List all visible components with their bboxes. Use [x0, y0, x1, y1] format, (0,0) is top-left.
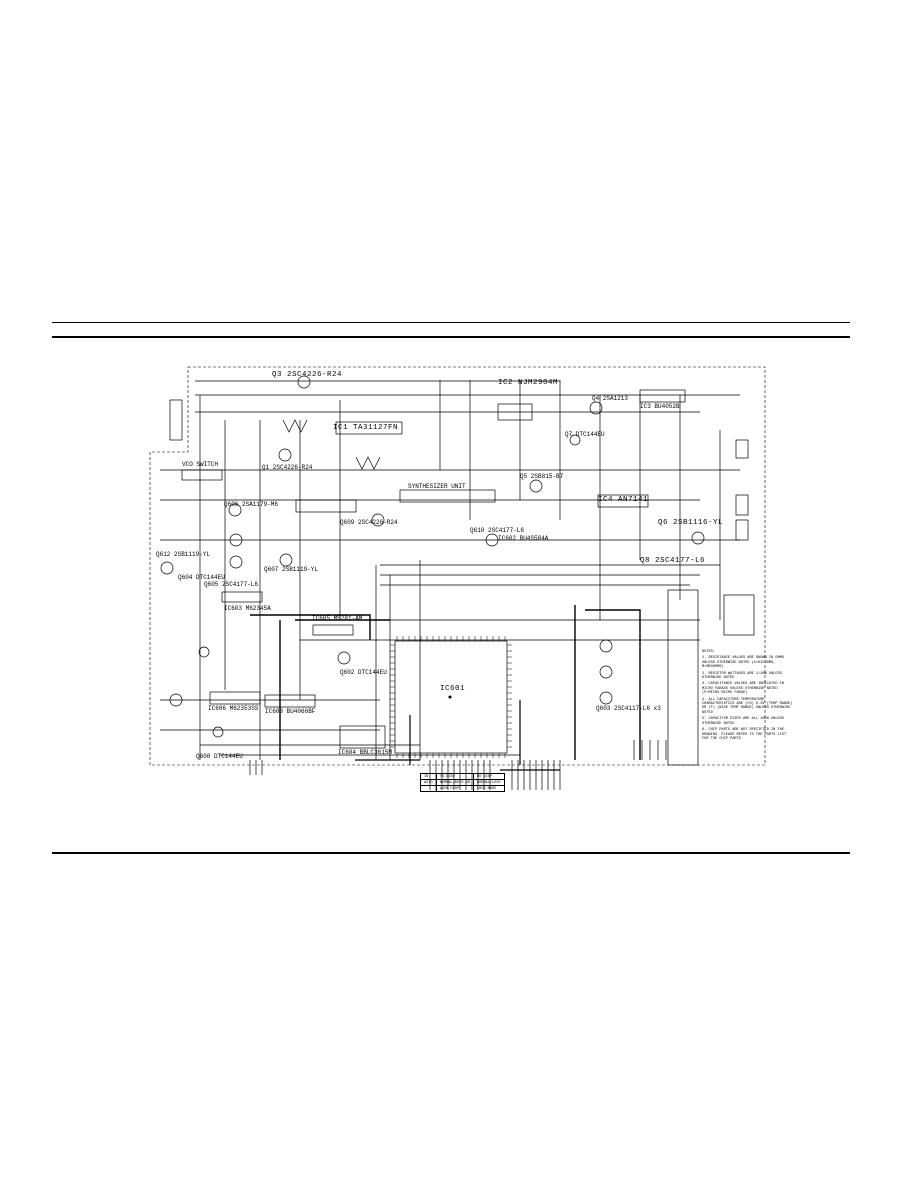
table-cell: LOCK MODE [472, 785, 505, 792]
table-cell [420, 785, 437, 792]
table-cell: LOCK DISP [435, 785, 474, 792]
label-synth: SYNTHESIZER UNIT [408, 483, 466, 490]
label-q3: Q3 2SC4226-R24 [272, 371, 343, 379]
notes-title: NOTES: [702, 650, 715, 654]
note-4: 4. ALL CAPACITORS TEMPERATURE CHARACTERI… [702, 697, 793, 715]
label-ic2: IC2 NJM2904M [498, 379, 559, 387]
label-vco: VCO SWITCH [182, 461, 219, 468]
note-3: 3. CAPACITANCE VALUES ARE INDICATED IN M… [702, 682, 784, 696]
label-q604: Q604 DTC144EU [178, 574, 225, 581]
label-q6: Q6 2SB1116-YL [658, 519, 724, 527]
label-q8: Q8 2SC4177-L6 [640, 557, 706, 565]
schematic-notes: NOTES: 1. RESISTANCE VALUES ARE SHOWN IN… [702, 650, 794, 743]
top-rule [52, 322, 850, 323]
label-q609: Q609 2SC4226-R24 [340, 519, 398, 526]
label-ic1: IC1 TA31127FN [333, 424, 399, 432]
label-q7: Q7 DTC144EU [565, 431, 605, 438]
display-mode-table: IN TX DISP RX DISP AUTO NORMAL/BOTH ON N… [420, 773, 505, 792]
note-6: 6. CHIP PARTS ARE NOT SPECIFIED IN THE D… [702, 728, 787, 741]
table-row: LOCK DISP LOCK MODE [420, 785, 505, 792]
label-q606: Q606 2SA1179-M6 [224, 501, 279, 508]
label-q610: Q610 2SC4177-L6 [470, 527, 525, 534]
label-ic605: IC605 M5281-AM [312, 615, 363, 622]
label-ic606: IC606 M62353SS [208, 705, 259, 712]
label-q4: Q4 2SA1213 [592, 395, 629, 402]
label-q608: Q608 DTC144EU [196, 753, 243, 760]
label-ic3: IC3 BU4052B [640, 403, 680, 410]
label-q5: Q5 2SB815-B7 [520, 473, 564, 480]
label-ic4: IC4 AN7141 [598, 496, 649, 504]
top-rule-thick [52, 336, 850, 338]
label-q607: Q607 2SB1119-YL [264, 566, 319, 573]
note-2: 2. RESISTOR WATTAGES ARE 1/16W UNLESS OT… [702, 671, 782, 681]
label-ic608: IC608 BU4066BF [265, 708, 316, 715]
label-q612: Q612 2SB1119-YL [156, 551, 211, 558]
label-ic601: IC601 [440, 685, 466, 693]
note-5: 5. CAPACITOR SIZES ARE ALL 1608 UNLESS O… [702, 717, 784, 726]
label-q1: Q1 2SC4226-R24 [262, 464, 313, 471]
note-1: 1. RESISTANCE VALUES ARE SHOWN IN OHMS U… [702, 656, 784, 670]
label-q602: Q602 DTC144EU [340, 669, 387, 676]
label-q605: Q605 2SC4177-L6 [204, 581, 259, 588]
label-q603: Q603 2SC4117-L6 x3 [596, 705, 661, 712]
bottom-rule [52, 852, 850, 854]
label-ic603: IC603 M62345A [224, 605, 271, 612]
label-ic604: IC604 BBLC3615M [338, 749, 393, 756]
label-ic602: IC602 BU4S584A [498, 535, 549, 542]
